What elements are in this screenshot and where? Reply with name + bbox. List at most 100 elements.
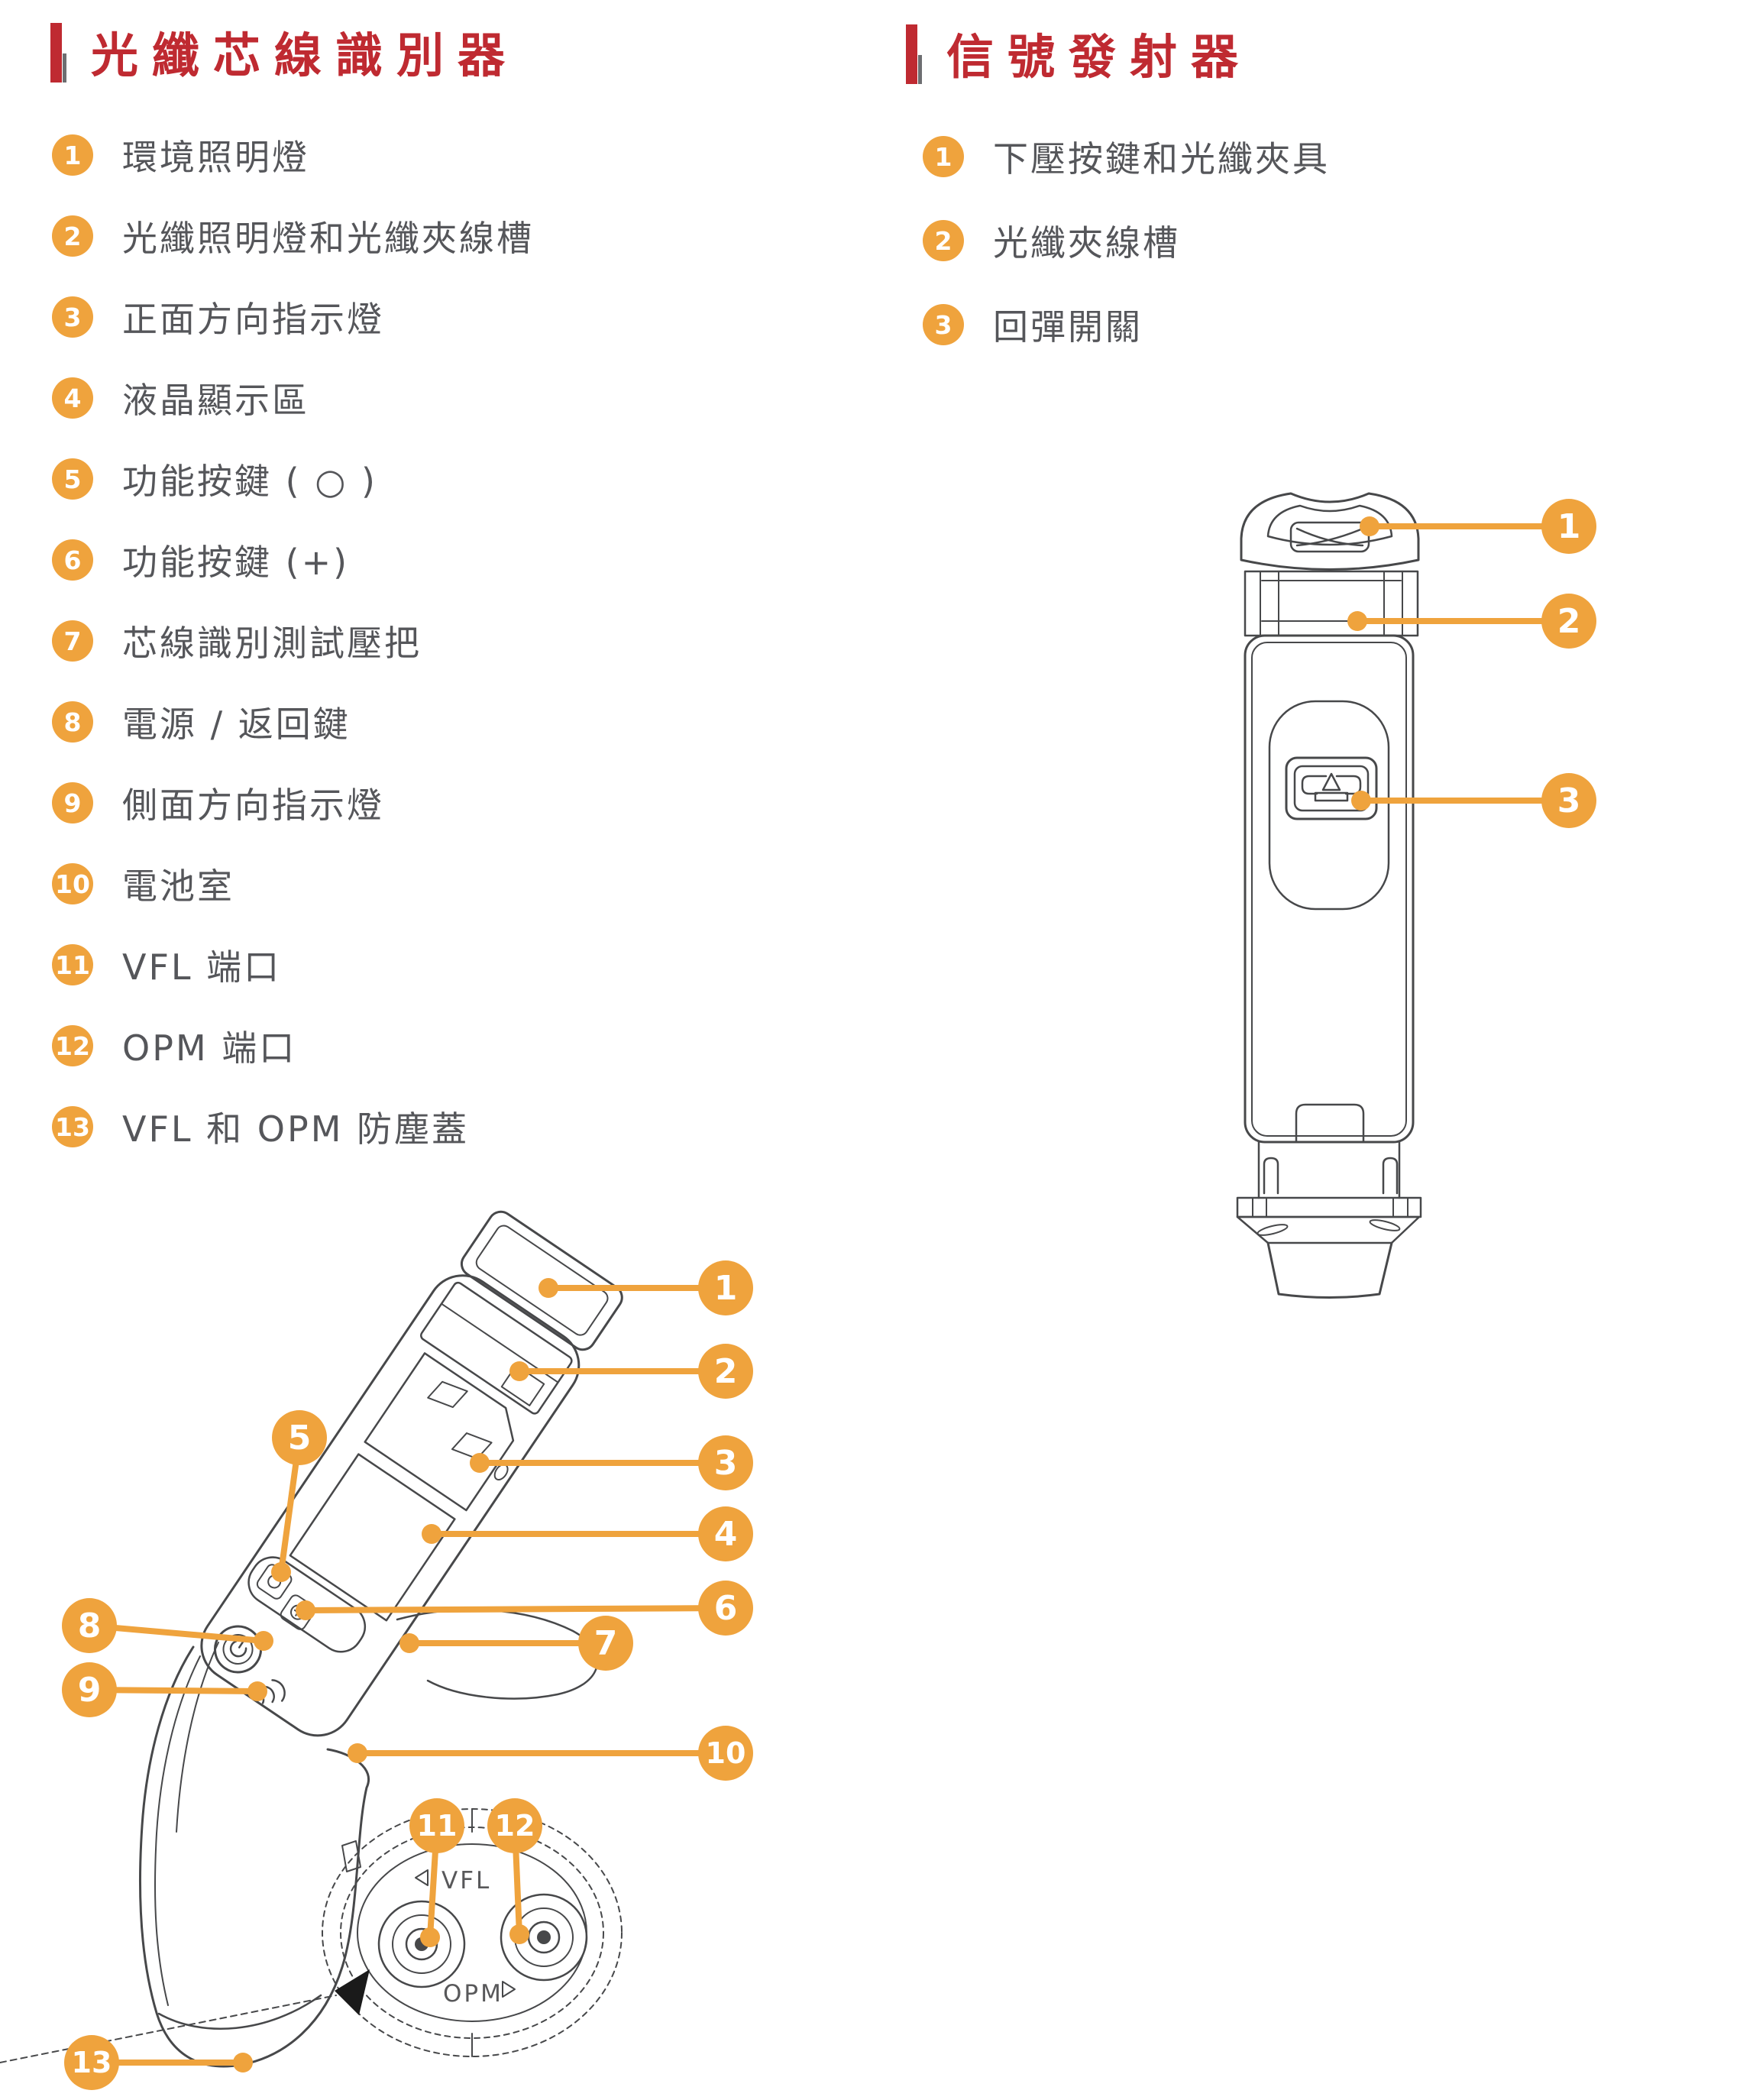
list-item: 10 電池室 <box>52 843 534 924</box>
title-accent-bar <box>906 24 922 84</box>
item-label: 光纖夾線槽 <box>993 222 1180 264</box>
callout-line-6 <box>305 1605 726 1613</box>
identifier-bottom-cap <box>157 1994 322 2030</box>
item-number-badge: 1 <box>52 134 93 176</box>
item-number-badge: 10 <box>52 863 93 904</box>
list-item: 1 環境照明燈 <box>52 115 534 196</box>
identifier-parts-list: 1 環境照明燈 2 光纖照明燈和光纖夾線槽 3 正面方向指示燈 4 液晶顯示區 … <box>52 115 534 1167</box>
callout-number-7: 7 <box>594 1624 618 1663</box>
detail-arrow-icon <box>335 1969 370 2015</box>
item-label: 功能按鍵 (+) <box>122 542 350 583</box>
callout-badge-7 <box>578 1616 633 1671</box>
transmitter-rebound-switch <box>1285 756 1378 820</box>
callout-dot-4 <box>422 1524 441 1544</box>
transmitter-cone <box>1266 1241 1393 1299</box>
callout-number-3: 3 <box>1557 781 1581 820</box>
item-number-badge: 1 <box>923 136 964 177</box>
callout-number-12: 12 <box>495 1809 535 1843</box>
callout-dot-10 <box>348 1743 367 1763</box>
item-label: 下壓按鍵和光纖夾具 <box>993 138 1330 180</box>
vfl-port-label: VFL <box>441 1867 491 1895</box>
transmitter-parts-list: 1 下壓按鍵和光纖夾具 2 光纖夾線槽 3 回彈開關 <box>923 115 1330 367</box>
opm-port <box>500 1893 588 1982</box>
opm-port-label: OPM <box>443 1980 503 2008</box>
identifier-head-clamp <box>460 1210 623 1351</box>
callout-dot-5 <box>271 1562 291 1582</box>
callout-number-2: 2 <box>1557 602 1581 641</box>
list-item: 4 液晶顯示區 <box>52 358 534 438</box>
callout-line-9 <box>89 1687 258 1694</box>
callout-dot-12 <box>509 1924 529 1944</box>
callout-number-3: 3 <box>714 1444 738 1483</box>
item-number-badge: 6 <box>52 539 93 581</box>
callout-badge-2 <box>1541 594 1596 649</box>
item-label: VFL 和 OPM 防塵蓋 <box>122 1108 470 1150</box>
list-item: 1 下壓按鍵和光纖夾具 <box>923 115 1330 199</box>
callout-dot-9 <box>247 1681 267 1701</box>
list-item: 2 光纖夾線槽 <box>923 199 1330 283</box>
transmitter-press-button <box>1240 492 1420 571</box>
list-item: 5 功能按鍵 ( ○ ) <box>52 438 534 519</box>
transmitter-section-header: 信號發射器 <box>906 18 1252 87</box>
item-number-badge: 9 <box>52 782 93 823</box>
identifier-title: 光纖芯線識別器 <box>91 28 519 83</box>
item-number-badge: 12 <box>52 1025 93 1066</box>
callout-number-1: 1 <box>714 1269 738 1308</box>
callout-badge-9 <box>62 1662 117 1717</box>
identifier-fiber-slot <box>420 1281 573 1415</box>
list-item: 12 OPM 端口 <box>52 1005 534 1086</box>
list-item: 9 側面方向指示燈 <box>52 762 534 843</box>
callout-dot-7 <box>399 1633 419 1653</box>
callout-number-10: 10 <box>706 1736 746 1770</box>
callout-badge-2 <box>698 1344 753 1399</box>
identifier-keypad <box>247 1556 367 1653</box>
callout-dot-3 <box>470 1453 490 1473</box>
callout-dot-1 <box>1360 516 1379 536</box>
list-item: 6 功能按鍵 (+) <box>52 519 534 600</box>
item-label: 液晶顯示區 <box>122 380 309 421</box>
callout-dot-13 <box>233 2053 253 2072</box>
callout-dot-3 <box>1351 791 1371 811</box>
item-label: 正面方向指示燈 <box>122 299 384 340</box>
callout-line-8 <box>89 1623 264 1644</box>
callout-number-13: 13 <box>72 2046 112 2079</box>
item-label: 電源 / 返回鍵 <box>122 704 351 745</box>
item-label: 回彈開關 <box>993 306 1143 348</box>
callout-badge-13 <box>64 2035 119 2090</box>
item-label: 芯線識別測試壓把 <box>122 623 422 664</box>
signal-transmitter-drawing <box>1236 492 1422 1299</box>
vfl-port <box>377 1900 466 1988</box>
list-item: 11 VFL 端口 <box>52 924 534 1005</box>
list-item: 13 VFL 和 OPM 防塵蓋 <box>52 1086 534 1167</box>
callout-badge-6 <box>698 1581 753 1636</box>
callout-badge-8 <box>62 1598 117 1653</box>
item-number-badge: 2 <box>52 215 93 257</box>
callout-badge-1 <box>698 1260 753 1315</box>
transmitter-callouts: 123 <box>1347 499 1596 828</box>
identifier-body <box>200 1274 581 1737</box>
identifier-battery-cover <box>364 1352 515 1512</box>
item-number-badge: 5 <box>52 458 93 500</box>
identifier-section-header: 光纖芯線識別器 <box>50 17 519 86</box>
item-number-badge: 7 <box>52 620 93 662</box>
item-number-badge: 8 <box>52 701 93 743</box>
callout-dot-8 <box>254 1631 273 1651</box>
identifier-handle <box>138 1645 370 2068</box>
item-label: 電池室 <box>122 866 234 907</box>
callout-number-8: 8 <box>78 1607 102 1645</box>
identifier-lcd <box>289 1453 456 1622</box>
callout-badge-3 <box>1541 773 1596 828</box>
callout-number-4: 4 <box>714 1515 738 1554</box>
list-item: 8 電源 / 返回鍵 <box>52 681 534 762</box>
callout-badge-12 <box>487 1798 542 1853</box>
transmitter-title: 信號發射器 <box>946 29 1253 85</box>
list-item: 7 芯線識別測試壓把 <box>52 600 534 681</box>
item-label: 側面方向指示燈 <box>122 785 384 826</box>
callout-badge-3 <box>698 1435 753 1490</box>
title-accent-bar <box>50 23 66 83</box>
callout-badge-11 <box>409 1798 464 1853</box>
callout-dot-6 <box>296 1600 315 1620</box>
item-label: OPM 端口 <box>122 1027 297 1069</box>
